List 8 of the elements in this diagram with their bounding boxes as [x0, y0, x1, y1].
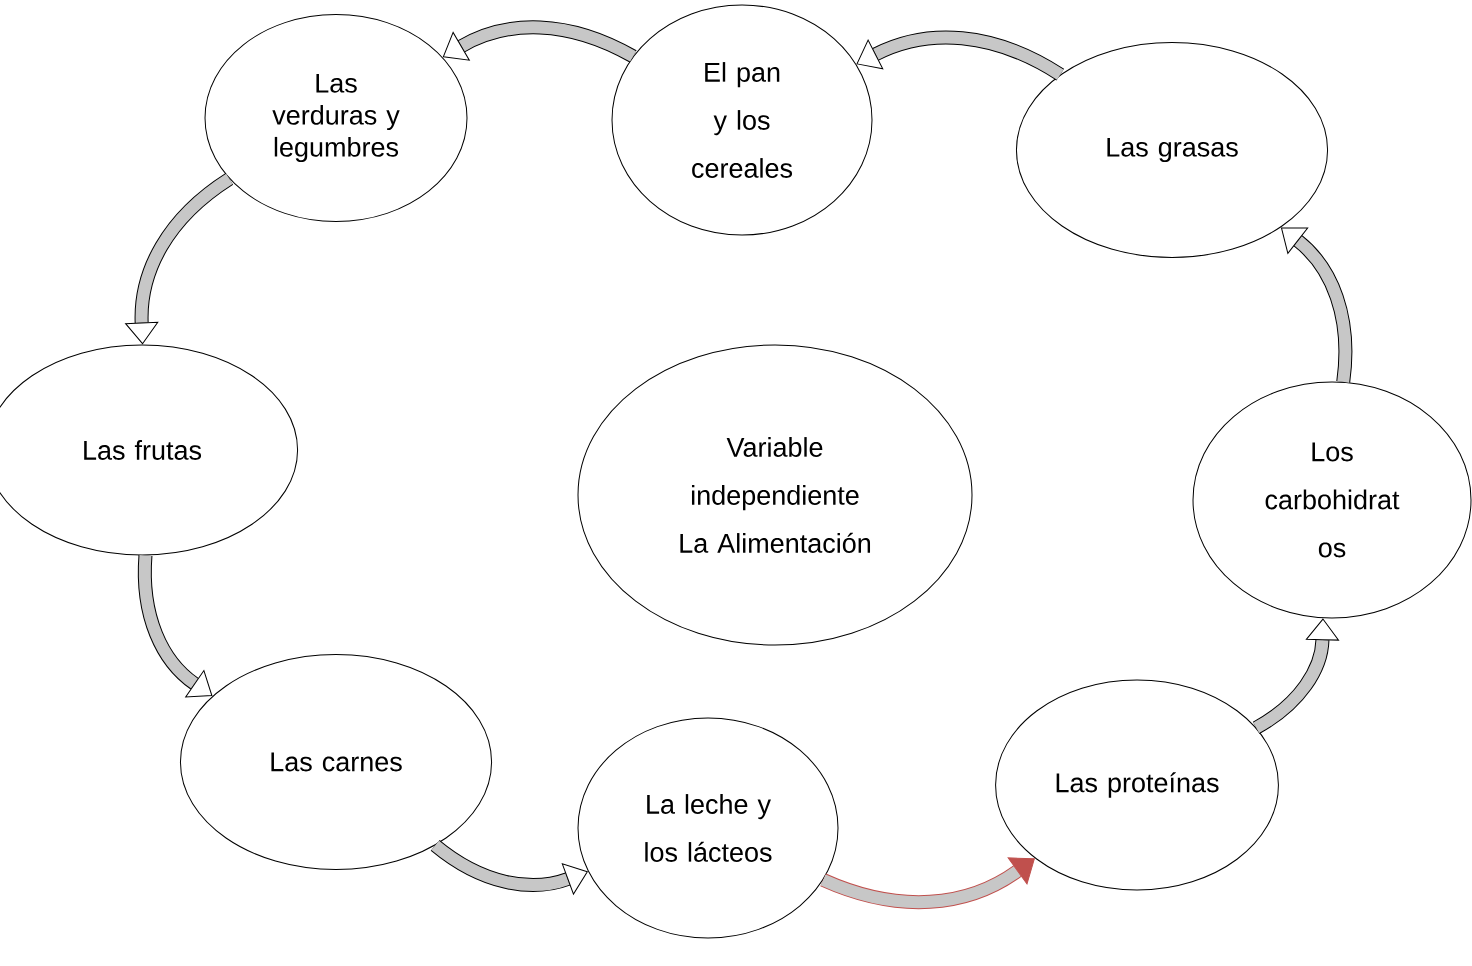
curved-arrow — [1280, 227, 1353, 383]
curved-arrow — [820, 857, 1035, 909]
curved-arrow — [856, 30, 1064, 81]
curved-arrow — [430, 839, 588, 895]
curved-arrow — [442, 20, 637, 63]
curved-arrow — [1252, 618, 1340, 734]
curved-arrow — [125, 173, 234, 345]
curved-arrow — [137, 555, 213, 698]
